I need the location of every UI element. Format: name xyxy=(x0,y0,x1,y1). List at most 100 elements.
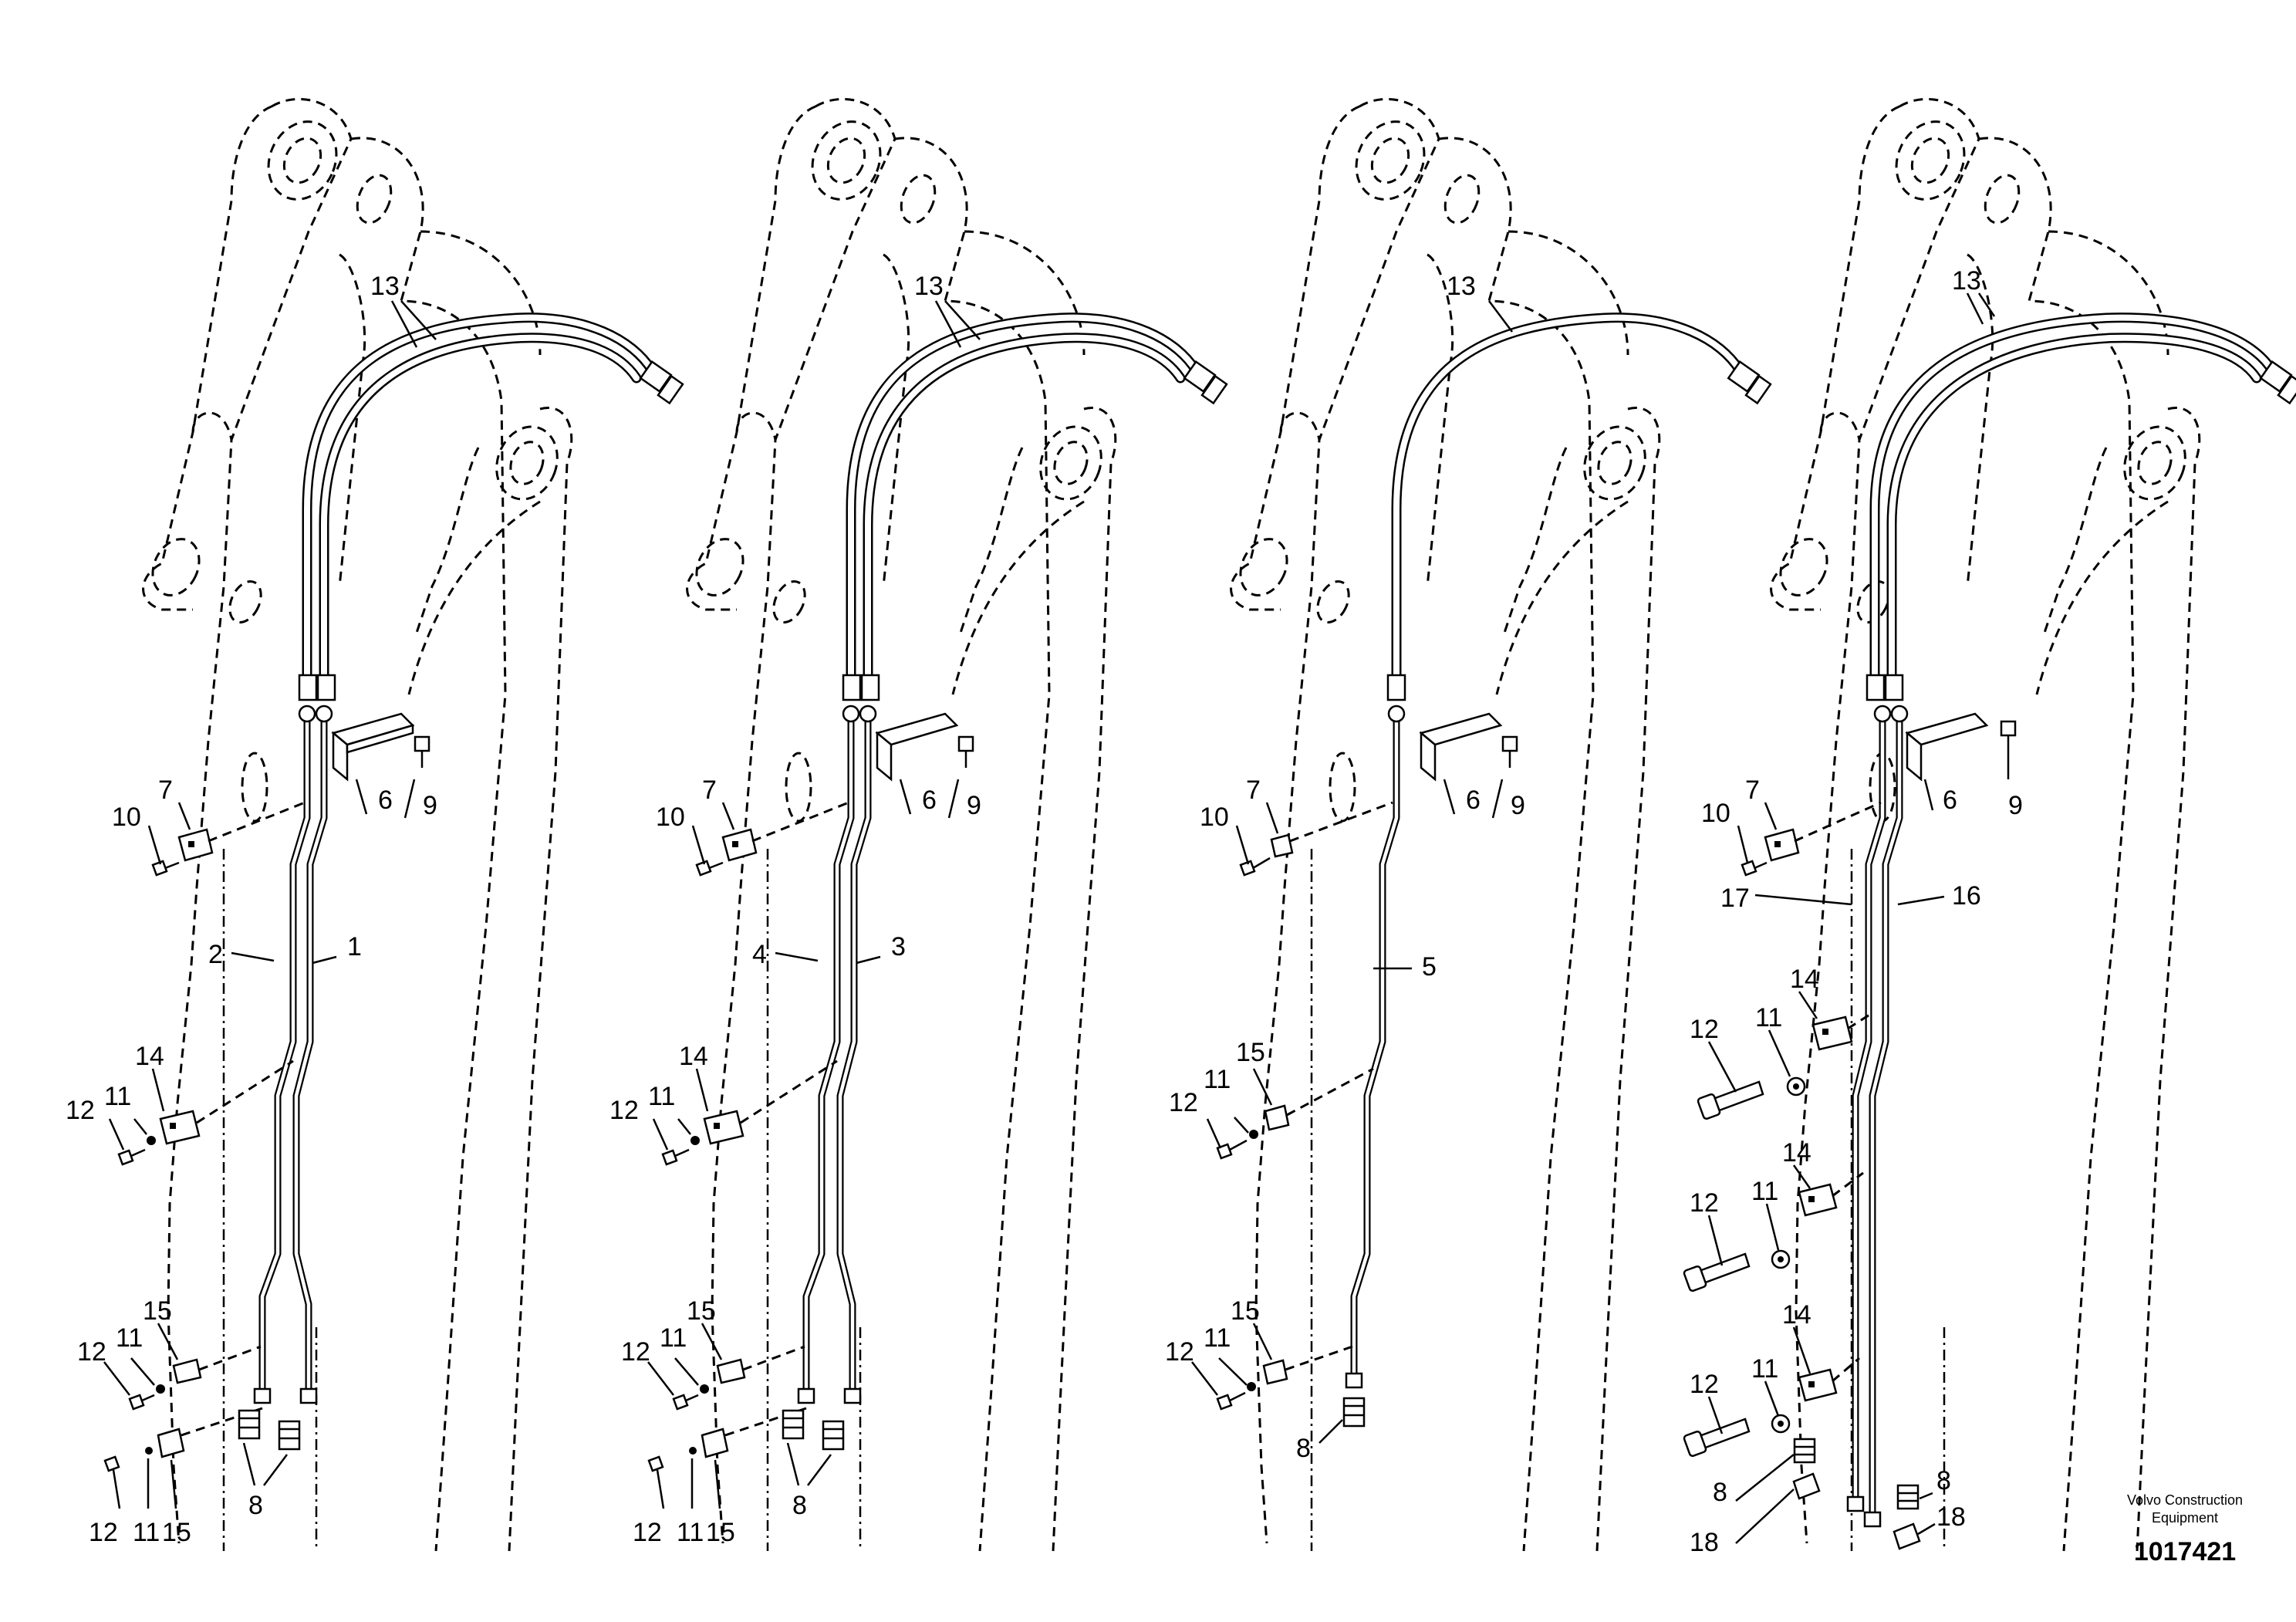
callout-label: 13 xyxy=(914,272,944,301)
callout-label: 14 xyxy=(1782,1138,1811,1168)
callout-label: 11 xyxy=(1204,1323,1231,1353)
callout-label: 15 xyxy=(1231,1296,1260,1326)
callout-label: 13 xyxy=(370,272,400,301)
view-4-dual-long-line: 13 7 10 6 9 17 16 14 11 12 14 11 12 14 1… xyxy=(1683,97,2296,1557)
callout-label: 12 xyxy=(66,1096,95,1125)
callout-label: 15 xyxy=(706,1518,735,1547)
clamp xyxy=(177,801,306,862)
callout-labels: 13 7 10 6 9 4 3 14 12 11 15 12 11 12 11 … xyxy=(609,272,981,1547)
callout-label: 7 xyxy=(158,776,173,805)
callout-label: 9 xyxy=(2008,791,2023,820)
callout-label: 5 xyxy=(1422,952,1437,982)
view-3-single-line: 13 7 10 6 9 5 15 12 11 15 12 11 8 xyxy=(1165,97,1772,1552)
callout-labels: 13 7 10 6 9 5 15 12 11 15 12 11 8 xyxy=(1165,272,1525,1463)
callout-label: 12 xyxy=(1169,1088,1198,1117)
callout-label: 15 xyxy=(1236,1038,1265,1067)
callout-label: 13 xyxy=(1952,266,1981,296)
boom-outline-phantom xyxy=(1770,97,2201,1552)
callout-label: 14 xyxy=(679,1042,708,1071)
clamp xyxy=(1697,1011,1874,1120)
clamp xyxy=(1216,1345,1353,1411)
callout-label: 12 xyxy=(1165,1337,1194,1367)
callout-label: 12 xyxy=(1690,1370,1719,1399)
callout-label: 11 xyxy=(1204,1065,1231,1094)
callout-labels: 13 7 10 6 9 17 16 14 11 12 14 11 12 14 1… xyxy=(1690,266,2023,1557)
clamp xyxy=(672,1345,805,1411)
pipe-lines xyxy=(1345,705,1406,1389)
callout-label: 11 xyxy=(1755,1003,1782,1032)
callout-label: 7 xyxy=(1246,776,1261,805)
callout-label: 15 xyxy=(143,1296,172,1326)
fitting xyxy=(1342,1397,1366,1428)
callout-label: 8 xyxy=(248,1491,263,1520)
callout-label: 14 xyxy=(1790,965,1819,994)
callout-label: 9 xyxy=(967,791,981,820)
callout-label: 15 xyxy=(687,1296,716,1326)
bolt xyxy=(151,860,180,877)
fitting xyxy=(782,1409,845,1451)
callout-label: 6 xyxy=(378,786,393,815)
callout-label: 12 xyxy=(621,1337,650,1367)
clamp xyxy=(1683,1171,1864,1293)
callout-label: 17 xyxy=(1720,884,1750,913)
hose-fitting xyxy=(298,674,318,701)
callout-label: 15 xyxy=(162,1518,191,1547)
bracket xyxy=(331,712,415,782)
callout-label: 11 xyxy=(648,1082,675,1111)
callout-label: 7 xyxy=(702,776,717,805)
callout-label: 13 xyxy=(1447,272,1476,301)
clamp xyxy=(1741,801,1882,877)
callout-label: 11 xyxy=(133,1518,160,1547)
clamp xyxy=(1239,801,1393,877)
callout-leaders xyxy=(647,300,981,1509)
clamp xyxy=(1683,1357,1860,1458)
callout-label: 11 xyxy=(660,1323,687,1353)
bolt xyxy=(957,735,974,768)
callout-label: 8 xyxy=(1713,1478,1727,1507)
callout-label: 10 xyxy=(112,803,141,832)
document-number: 1017421 xyxy=(2134,1537,2236,1566)
callout-label: 11 xyxy=(1751,1354,1778,1384)
brand-name: Equipment xyxy=(2152,1510,2218,1526)
callout-label: 10 xyxy=(1701,799,1730,828)
boom-outline-phantom xyxy=(142,97,573,1552)
bolt xyxy=(2000,720,2017,752)
clamp xyxy=(661,1059,838,1166)
bolt xyxy=(1501,735,1518,768)
callout-leaders xyxy=(1707,292,2010,1544)
callout-label: 11 xyxy=(1751,1177,1778,1206)
hose-fitting xyxy=(316,674,336,701)
callout-label: 9 xyxy=(423,791,437,820)
clamp xyxy=(128,1345,262,1411)
fitting xyxy=(238,1409,301,1451)
callout-label: 11 xyxy=(104,1082,131,1111)
clamp xyxy=(117,1059,294,1166)
view-2-dual-line: 13 7 10 6 9 4 3 14 12 11 15 12 11 12 11 … xyxy=(609,97,1228,1552)
view-1-dual-line: 13 7 10 6 9 2 1 14 12 11 15 12 11 12 11 … xyxy=(66,97,684,1552)
callout-label: 10 xyxy=(656,803,685,832)
callout-label: 12 xyxy=(89,1518,118,1547)
callout-leaders xyxy=(1191,300,1513,1444)
callout-label: 3 xyxy=(891,932,906,961)
clamp xyxy=(695,801,849,877)
callout-label: 12 xyxy=(77,1337,106,1367)
callout-label: 18 xyxy=(1690,1528,1719,1557)
callout-label: 16 xyxy=(1952,881,1981,911)
callout-label: 8 xyxy=(1936,1466,1951,1495)
callout-label: 6 xyxy=(1466,786,1481,815)
callout-labels: 13 7 10 6 9 2 1 14 12 11 15 12 11 12 11 … xyxy=(66,272,437,1547)
hose-assembly xyxy=(1866,313,2296,701)
callout-label: 12 xyxy=(609,1096,639,1125)
bracket xyxy=(875,712,959,782)
bolt xyxy=(414,735,430,768)
fitting xyxy=(1792,1438,1921,1550)
callout-label: 11 xyxy=(677,1518,704,1547)
callout-label: 6 xyxy=(1943,786,1957,815)
callout-label: 6 xyxy=(922,786,937,815)
callout-label: 18 xyxy=(1936,1502,1966,1532)
callout-label: 2 xyxy=(208,940,223,969)
callout-label: 12 xyxy=(633,1518,662,1547)
bracket xyxy=(1419,712,1503,782)
hose-end-fitting xyxy=(639,360,684,405)
clamp xyxy=(1216,1067,1374,1160)
